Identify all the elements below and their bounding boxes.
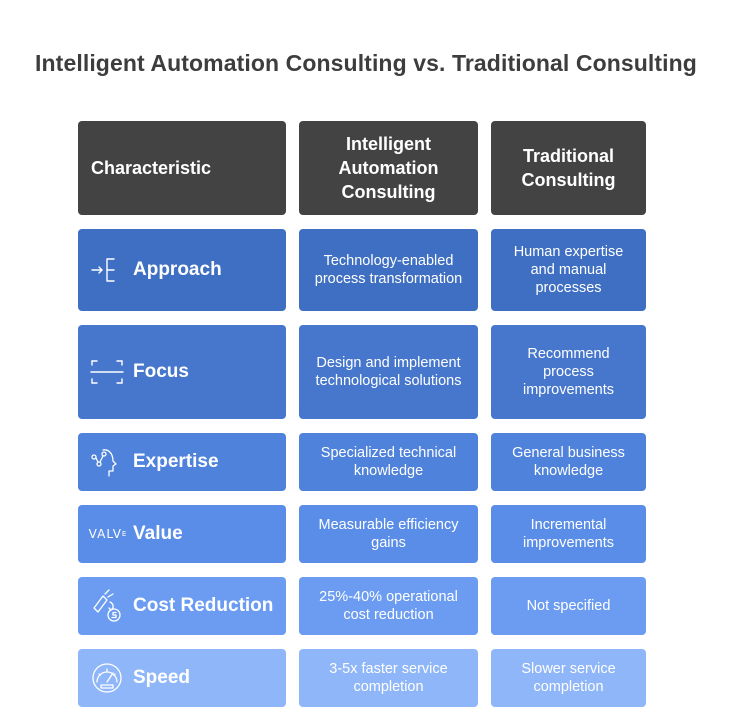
ia-expertise-value: Specialized technical knowledge [299, 433, 478, 491]
ia-speed-value: 3-5x faster service completion [299, 649, 478, 707]
header-intelligent-automation: Intelligent Automation Consulting [299, 121, 478, 215]
ia-value-value: Measurable efficiency gains [299, 505, 478, 563]
page-title: Intelligent Automation Consulting vs. Tr… [35, 50, 697, 76]
header-characteristic: Characteristic [78, 121, 286, 215]
trad-approach-value: Human expertise and manual processes [491, 229, 646, 311]
focus-frame-icon [89, 354, 125, 390]
trad-cost-reduction-value: Not specified [491, 577, 646, 635]
speedometer-icon [89, 660, 125, 696]
trad-expertise-value: General business knowledge [491, 433, 646, 491]
row-label-cost-reduction: Cost Reduction [78, 577, 286, 635]
trad-speed-value: Slower service completion [491, 649, 646, 707]
trad-focus-value: Recommend process improvements [491, 325, 646, 419]
row-label-speed: Speed [78, 649, 286, 707]
header-traditional: Traditional Consulting [491, 121, 646, 215]
ia-focus-value: Design and implement technological solut… [299, 325, 478, 419]
money-reduction-icon [89, 588, 125, 624]
row-label-focus: Focus [78, 325, 286, 419]
trad-value-value: Incremental improvements [491, 505, 646, 563]
ia-cost-reduction-value: 25%-40% operational cost reduction [299, 577, 478, 635]
row-label-expertise: Expertise [78, 433, 286, 491]
row-label-approach: Approach [78, 229, 286, 311]
head-network-icon [89, 444, 125, 480]
enter-bracket-icon [89, 252, 125, 288]
ia-approach-value: Technology-enabled process transformatio… [299, 229, 478, 311]
